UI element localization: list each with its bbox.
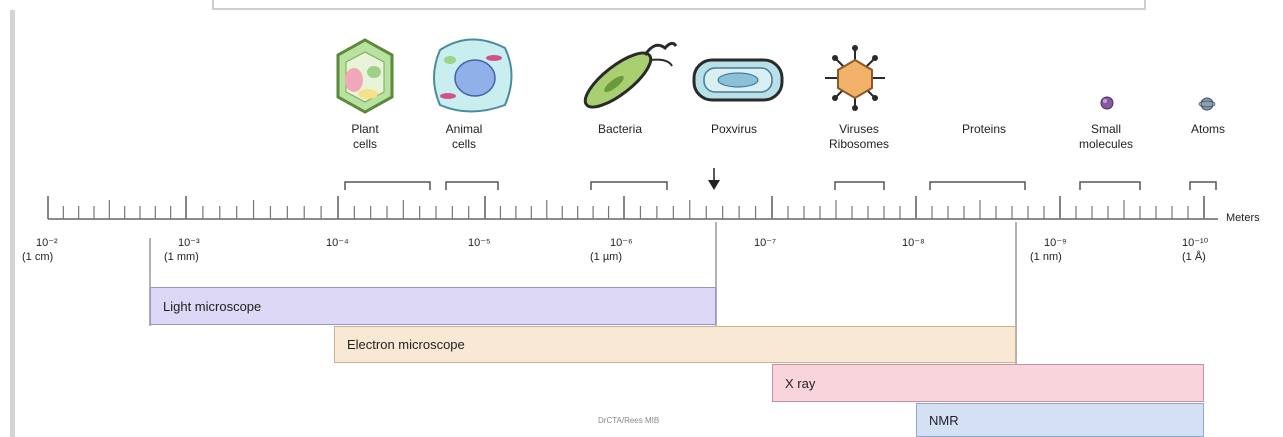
tick-label-1e-7: 10⁻⁷ (754, 236, 776, 250)
footer-credit: DrCTA/Rees MIB (598, 416, 659, 425)
tick-label-1e-10: 10⁻¹⁰(1 Å) (1182, 236, 1208, 264)
organism-label-atoms: Atoms (1176, 122, 1240, 137)
organism-label-poxvirus: Poxvirus (694, 122, 774, 137)
bracket-animal-cells (446, 182, 498, 190)
organism-label-bacteria: Bacteria (583, 122, 657, 137)
bracket-proteins (930, 182, 1025, 190)
bracket-bacteria (591, 182, 667, 190)
bracket-small-molecules (1080, 182, 1140, 190)
scale-ruler (48, 196, 1218, 219)
bracket-viruses (835, 182, 884, 190)
bacterium-icon (578, 43, 676, 115)
tick-label-1e-5: 10⁻⁵ (468, 236, 491, 250)
bracket-plant-cells (345, 182, 430, 190)
plant-cell-icon (338, 40, 392, 112)
tick-label-1e-9: 10⁻⁹(1 nm) (1030, 236, 1067, 264)
organism-label-proteins: Proteins (940, 122, 1028, 137)
poxvirus-icon (694, 60, 782, 100)
range-brackets (345, 182, 1216, 190)
axis-unit-label: Meters (1226, 212, 1260, 224)
tick-label-1e-3: 10⁻³(1 mm) (164, 236, 200, 264)
poxvirus-marker-arrow (708, 168, 720, 190)
animal-cell-icon (434, 39, 512, 111)
virus-icon (825, 45, 885, 111)
organism-label-viruses-ribosomes: Viruses Ribosomes (804, 122, 914, 152)
tick-label-1e-8: 10⁻⁸ (902, 236, 925, 250)
organism-label-animal-cells: Animal cells (432, 122, 496, 152)
atom-icon (1199, 98, 1215, 110)
band-nmr: NMR (916, 403, 1204, 437)
tick-label-1e-4: 10⁻⁴ (326, 236, 349, 250)
molecule-icon (1101, 97, 1113, 109)
band-electron-microscope: Electron microscope (334, 326, 1016, 363)
tick-label-1e-6: 10⁻⁶(1 µm) (590, 236, 633, 264)
organism-label-small-molecules: Small molecules (1066, 122, 1146, 152)
band-x-ray: X ray (772, 364, 1204, 402)
bracket-atoms (1190, 182, 1216, 190)
organism-label-plant-cells: Plant cells (340, 122, 390, 152)
band-light-microscope: Light microscope (150, 287, 716, 325)
tick-label-1e-2: 10⁻²(1 cm) (22, 236, 58, 264)
